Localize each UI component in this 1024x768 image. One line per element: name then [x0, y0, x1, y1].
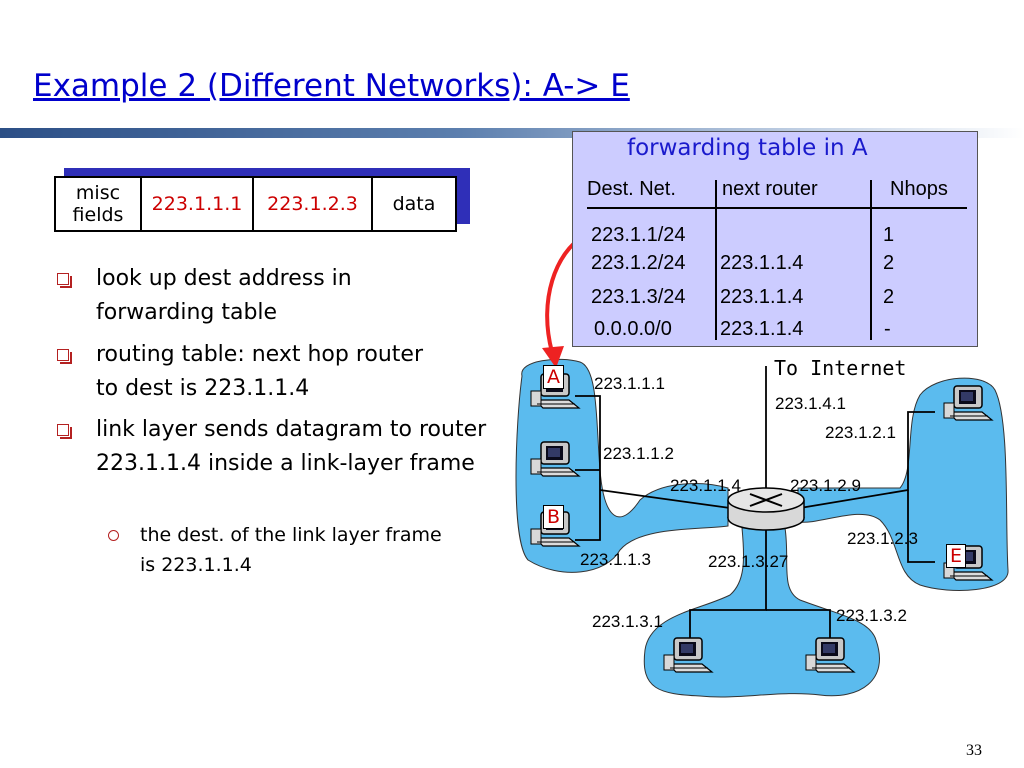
addr-label: 223.1.1.2 — [603, 444, 674, 463]
link-router-subnet3 — [689, 522, 767, 640]
host-b-label: B — [543, 505, 565, 529]
title-divider-bar — [0, 128, 1024, 138]
ft-row-next: 223.1.1.4 — [720, 286, 804, 308]
ft-row-next: 223.1.1.4 — [720, 318, 804, 340]
ft-row-dest: 223.1.1/24 — [591, 224, 686, 246]
bullet-item: routing table: next hop router to dest i… — [57, 338, 437, 406]
sub-bullet-circle-icon — [108, 530, 119, 541]
ft-col-rule-1 — [715, 180, 717, 340]
bullet-box-icon — [57, 273, 72, 288]
ft-row-hops: 1 — [883, 224, 895, 246]
link-e — [907, 490, 935, 563]
subnet-223-1-2-blob — [797, 377, 1009, 591]
host-e-label: E — [946, 544, 967, 568]
forwarding-table-panel — [572, 131, 978, 347]
bullet-text: link layer sends datagram to router 223.… — [96, 417, 487, 476]
host-a-label: A — [543, 365, 564, 389]
addr-label: 223.1.2.1 — [825, 423, 896, 442]
bullet-box-icon — [57, 349, 72, 364]
sub-bullet-item: the dest. of the link layer frame is 223… — [108, 520, 458, 580]
forwarding-table-title: forwarding table in A — [627, 135, 868, 161]
ft-header-dest: Dest. Net. — [587, 178, 676, 200]
ft-header-rule — [587, 207, 967, 209]
addr-label: 223.1.2.3 — [847, 529, 918, 548]
ft-row-dest: 223.1.3/24 — [591, 286, 686, 308]
to-internet-label: To Internet — [774, 356, 907, 380]
bullet-box-icon — [57, 424, 72, 439]
addr-label: 223.1.3.2 — [836, 606, 907, 625]
ft-row-hops: - — [884, 318, 891, 340]
ft-row-hops: 2 — [883, 252, 895, 274]
lookup-arrow-head — [542, 346, 564, 368]
addr-label: 223.1.4.1 — [775, 394, 846, 413]
link-h3-2 — [766, 609, 831, 640]
ft-header-next: next router — [722, 178, 818, 200]
datagram-source-ip: 223.1.1.1 — [140, 176, 254, 232]
page-number: 33 — [966, 742, 982, 759]
bullet-text: look up dest address in forwarding table — [96, 266, 352, 325]
link-router-subnet2 — [799, 411, 935, 509]
link-b — [575, 490, 601, 541]
datagram: misc fields 223.1.1.1 223.1.2.3 data — [54, 176, 457, 232]
datagram-data: data — [371, 176, 457, 232]
addr-label: 223.1.3.27 — [708, 552, 789, 571]
ft-row-next: 223.1.1.4 — [720, 252, 804, 274]
ft-row-dest: 0.0.0.0/0 — [594, 318, 672, 340]
sub-bullet-text: the dest. of the link layer frame is 223… — [140, 524, 442, 576]
bullet-item: look up dest address in forwarding table — [57, 262, 437, 330]
slide-title: Example 2 (Different Networks): A-> E — [33, 68, 630, 104]
link-subnet1-router — [599, 489, 731, 509]
datagram-misc-fields: misc fields — [54, 176, 142, 232]
link-a — [575, 395, 601, 490]
datagram-dest-ip: 223.1.2.3 — [252, 176, 373, 232]
router-icon — [727, 487, 805, 531]
addr-label: 223.1.1.1 — [594, 374, 665, 393]
addr-label: 223.1.1.3 — [580, 550, 651, 569]
ft-row-hops: 2 — [883, 286, 895, 308]
ft-row-dest: 223.1.2/24 — [591, 252, 686, 274]
addr-label: 223.1.2.9 — [790, 476, 861, 495]
ft-header-hops: Nhops — [890, 178, 948, 200]
bullet-text: routing table: next hop router to dest i… — [96, 342, 423, 401]
ft-col-rule-2 — [870, 180, 872, 340]
bullet-item: link layer sends datagram to router 223.… — [57, 413, 487, 481]
addr-label: 223.1.1.4 — [670, 476, 741, 495]
addr-label: 223.1.3.1 — [592, 612, 663, 631]
